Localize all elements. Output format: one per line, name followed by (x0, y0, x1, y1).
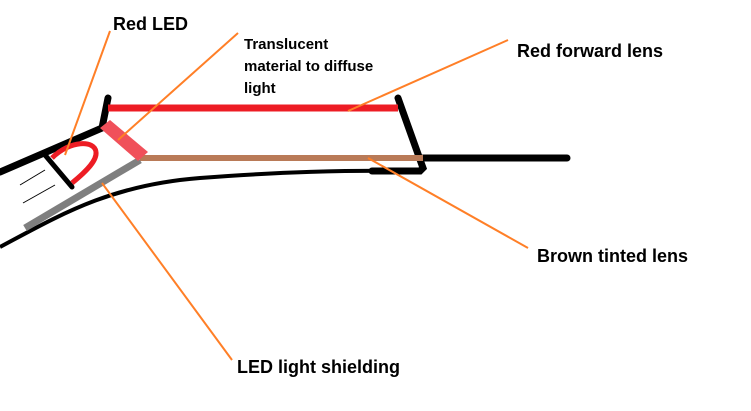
led-lead-2 (22, 184, 56, 204)
leader-red-lens (347, 39, 509, 112)
red-led (50, 141, 99, 185)
label-brown-tinted-lens: Brown tinted lens (537, 246, 689, 266)
led-base (42, 152, 75, 190)
led-lead-1 (19, 169, 46, 186)
leader-brown-lens (367, 157, 529, 249)
translucent-diffuser (100, 120, 148, 161)
label-led-light-shielding: LED light shielding (237, 357, 400, 377)
leader-red-led (64, 30, 111, 156)
label-red-forward-lens: Red forward lens (517, 41, 664, 61)
housing-right-outline (368, 94, 428, 175)
leader-shielding (101, 182, 233, 361)
label-translucent-line1: Translucent (244, 36, 329, 53)
label-translucent-line3: light (244, 80, 276, 97)
housing-lower-outline (0, 168, 421, 249)
label-translucent-line2: material to diffuse (244, 58, 374, 75)
leader-translucent (117, 32, 239, 141)
led-light-shielding (23, 156, 142, 232)
label-red-led: Red LED (113, 14, 189, 34)
